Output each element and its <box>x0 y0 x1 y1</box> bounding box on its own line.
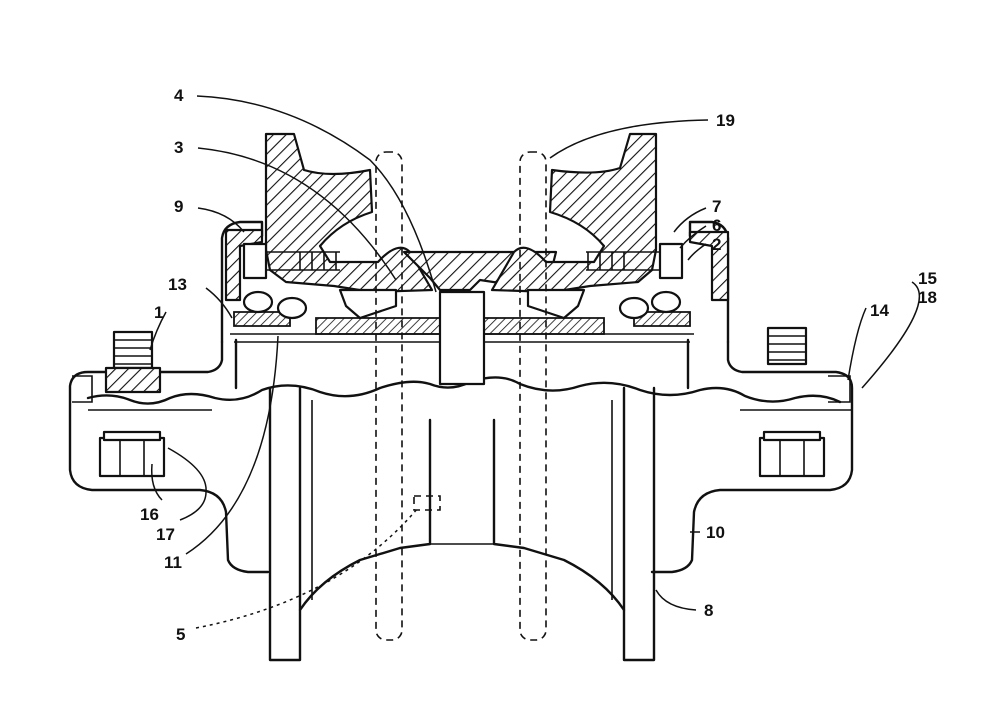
reference-numerals: 4 3 9 13 1 19 7 6 2 15 18 14 16 17 11 5 … <box>140 86 937 644</box>
label-6: 6 <box>712 216 721 235</box>
label-17: 17 <box>156 525 175 544</box>
inner-spacer-rings <box>338 288 586 386</box>
left-stud-and-nut <box>98 330 166 478</box>
label-8: 8 <box>704 601 713 620</box>
left-bearing <box>230 290 441 343</box>
label-14: 14 <box>870 301 889 320</box>
label-11: 11 <box>164 553 182 572</box>
label-1: 1 <box>154 303 163 322</box>
label-10: 10 <box>706 523 725 542</box>
label-18: 18 <box>918 288 937 307</box>
leader-lines <box>149 95 921 629</box>
phantom-rail-profiles <box>375 151 547 641</box>
right-end-cap <box>586 230 730 302</box>
label-9: 9 <box>174 197 183 216</box>
hub-housing <box>68 220 854 574</box>
label-3: 3 <box>174 138 183 157</box>
right-bearing <box>483 290 694 343</box>
label-5: 5 <box>176 625 185 644</box>
label-2: 2 <box>712 235 721 254</box>
right-wheel-rim <box>490 132 658 294</box>
shaft-bore <box>234 338 690 662</box>
label-4: 4 <box>174 86 184 105</box>
label-16: 16 <box>140 505 159 524</box>
label-7: 7 <box>712 197 721 216</box>
label-13: 13 <box>168 275 187 294</box>
label-19: 19 <box>716 111 735 130</box>
flange-edge-detail <box>72 375 851 403</box>
label-15: 15 <box>918 269 937 288</box>
left-end-cap <box>224 228 340 302</box>
right-stud-and-nut <box>758 326 826 478</box>
